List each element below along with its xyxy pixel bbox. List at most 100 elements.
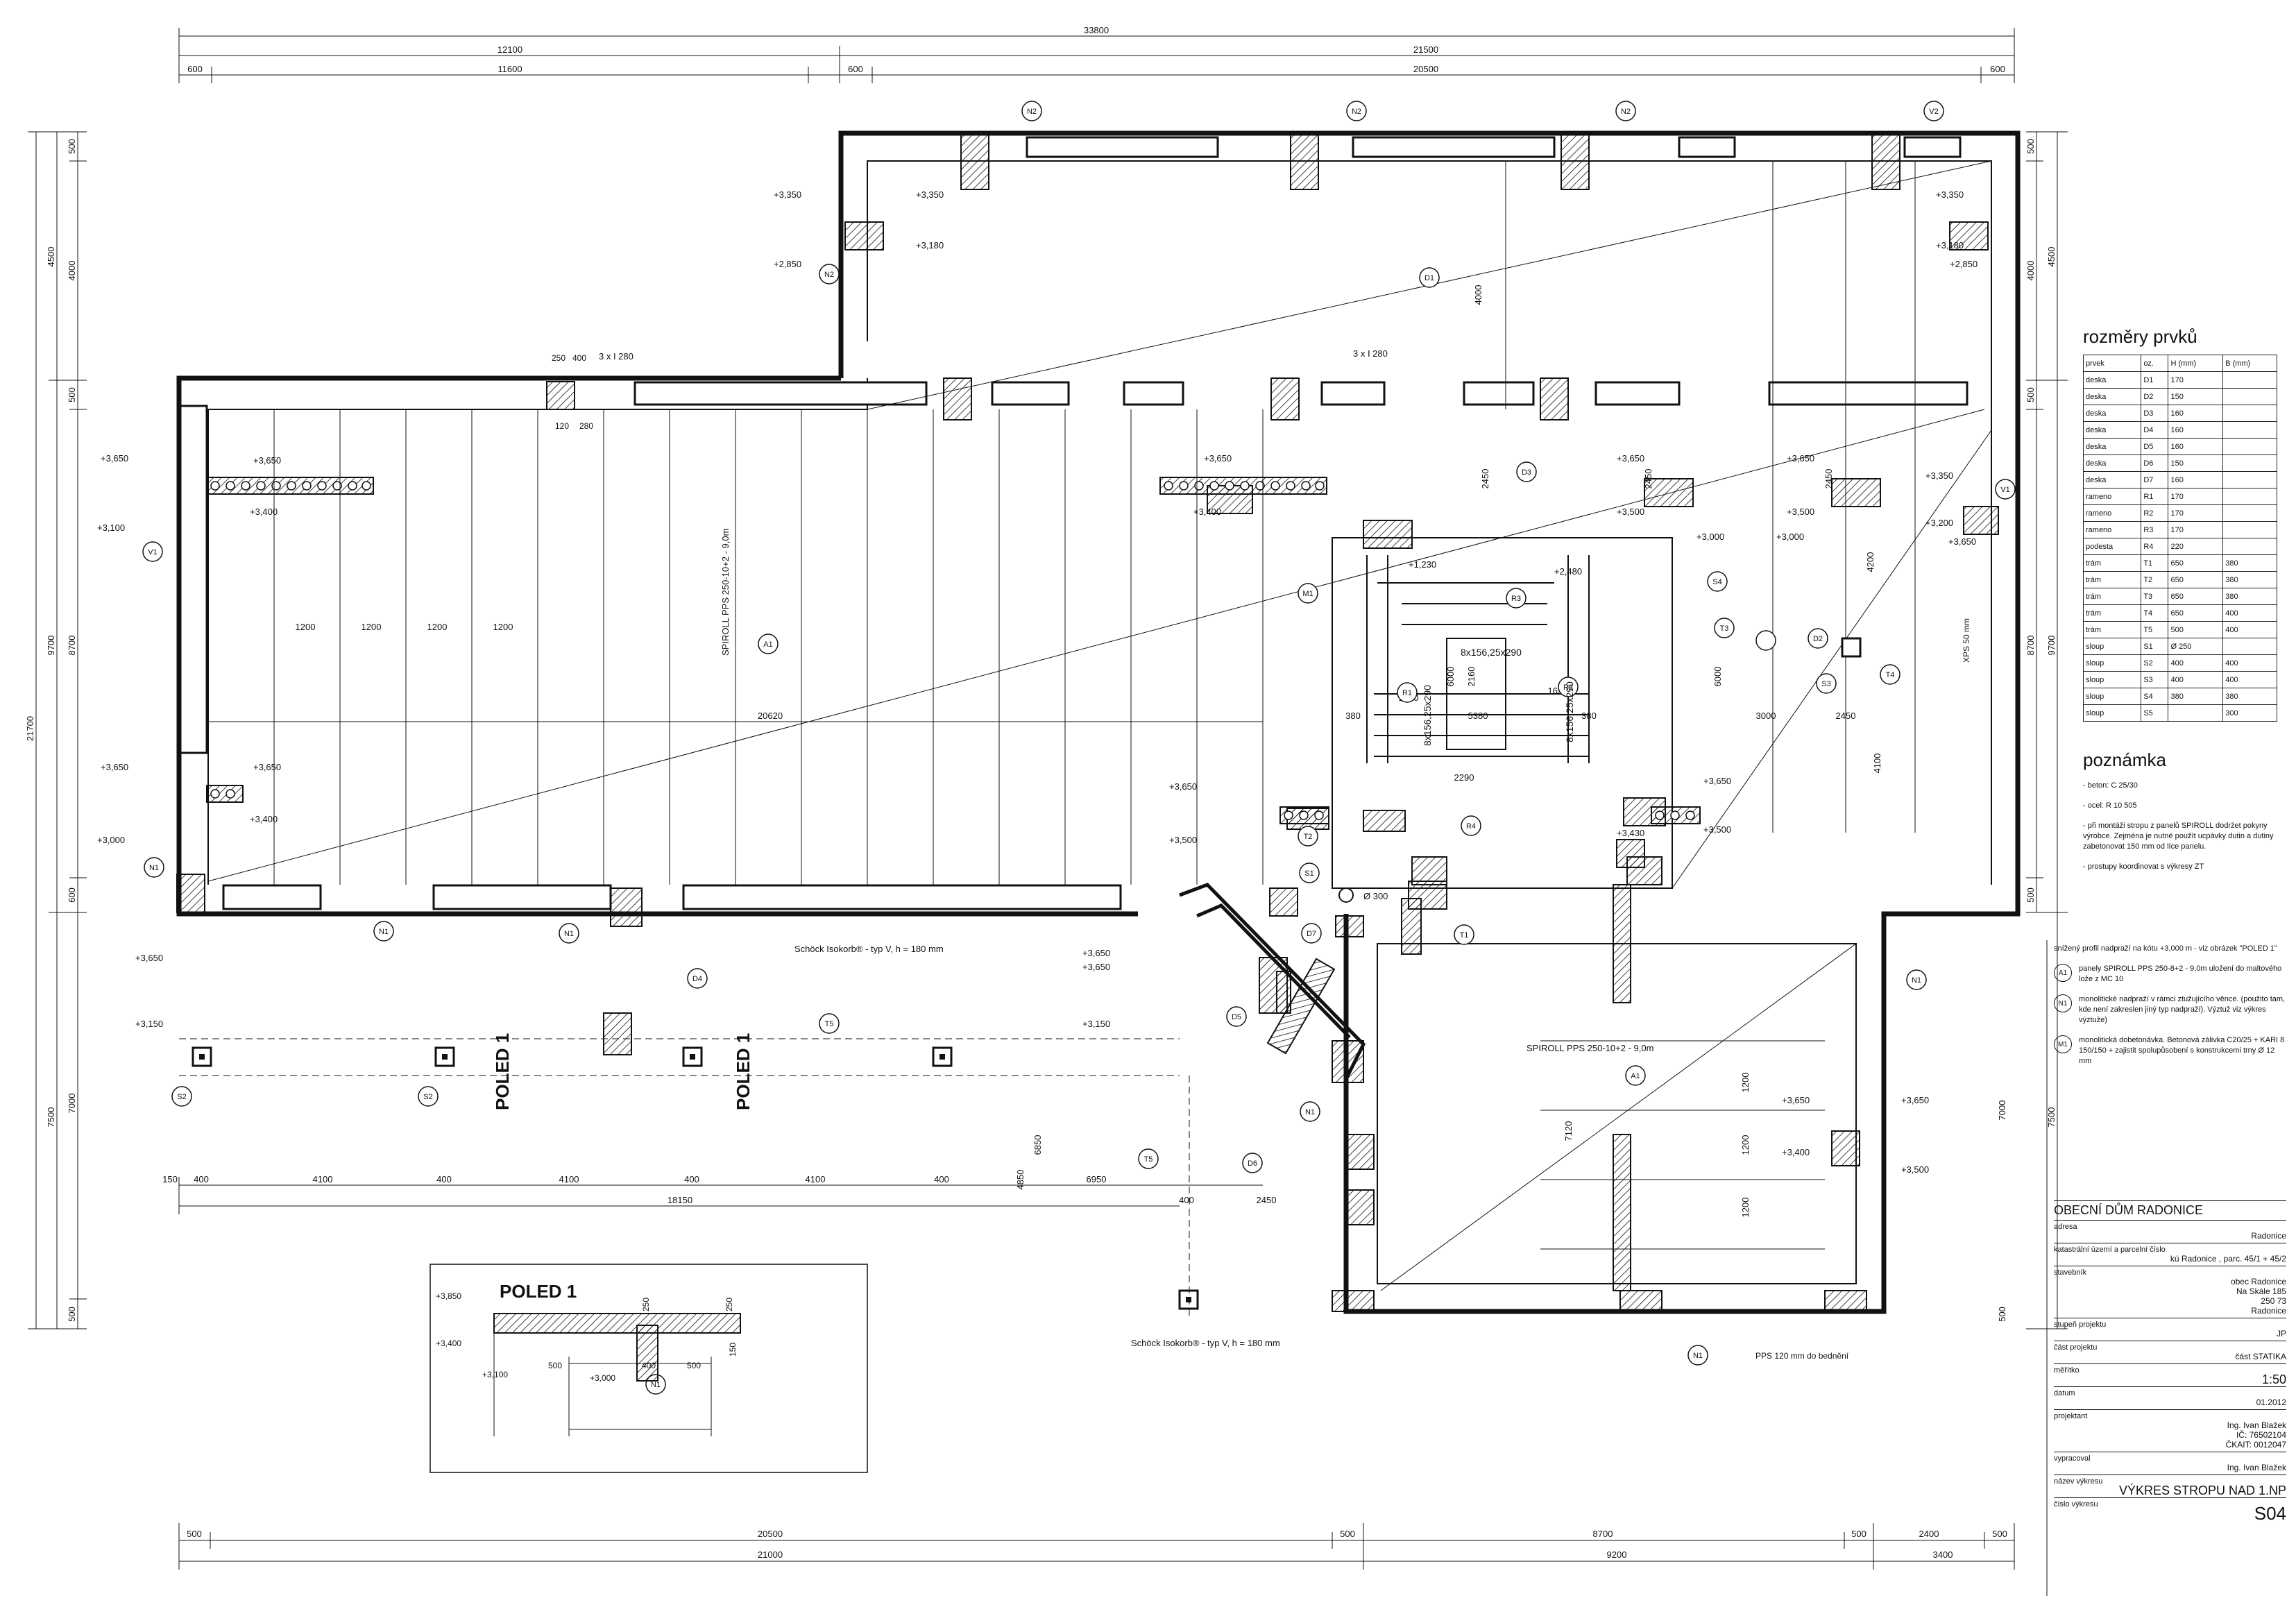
legend-cell: 170 [2168,521,2224,538]
schoeck-label-1: Schöck Isokorb® - typ V, h = 180 mm [794,944,944,954]
tag-n1-c: N1 [564,930,574,938]
legend-cell: 650 [2168,554,2224,572]
dim-right-r8: 7500 [2046,1107,2057,1128]
legend-cell: R2 [2141,504,2169,522]
dim-top-a2: 11600 [498,64,522,74]
tag-d4: D4 [692,975,702,983]
tb-address-caption: adresa [2054,1223,2077,1231]
dim-left-l3: 4500 [46,247,56,267]
legend-cell: deska [2082,371,2142,389]
symbol-a1-tag: A1 [2054,964,2072,982]
symbol-m1-text: monolitická dobetonávka. Betonová zálivk… [2079,1036,2285,1065]
elev-3150-a: +3,150 [135,1019,163,1029]
elev-3100-a: +3,100 [97,522,125,533]
dim-left-l7: 600 [67,887,77,903]
elev-3400-c: +3,400 [1193,507,1221,517]
poled-d150: 150 [728,1343,738,1357]
elev-3400-a: +3,400 [250,507,278,517]
tag-r2: R2 [1563,683,1573,692]
symbol-a1: A1 panely SPIROLL PPS 250-8+2 - 9,0m ulo… [2054,964,2286,985]
poled-e2: +3,400 [436,1339,461,1348]
legend-header: H (mm) [2168,355,2224,372]
legend-cell: 380 [2222,554,2277,572]
legend-cell: rameno [2082,521,2142,538]
legend-cell: 400 [2168,654,2224,672]
dim-2160: 2160 [1466,667,1477,687]
legend-cell: R3 [2141,521,2169,538]
legend-cell: rameno [2082,488,2142,505]
legend-cell: 400 [2222,671,2277,688]
legend-cell: R4 [2141,538,2169,555]
tag-n1-a: N1 [149,864,159,872]
dim-left-l10: 500 [67,1307,77,1322]
elev-3650-f: +3,650 [1617,453,1644,464]
legend-cell: 150 [2168,388,2224,405]
dim-7120: 7120 [1563,1121,1574,1141]
dim-6850: 6850 [1032,1135,1043,1155]
tag-n1-b: N1 [379,928,389,936]
legend-cell: deska [2082,471,2142,488]
tag-r3: R3 [1511,595,1521,603]
elev-3650-h: +3,650 [1948,536,1976,547]
legend-cell: 160 [2168,405,2224,422]
top-dimensions [178,28,2015,83]
tb-drawn-row: vypracoval Ing. Ivan Blažek [2054,1452,2286,1475]
dim-ll-18150: 18150 [667,1195,692,1205]
spiroll-left-label: SPIROLL PPS 250-10+2 - 9,0m [720,529,731,656]
poled-label-a: POLED 1 [492,1033,513,1110]
poled-e4: +3,000 [590,1373,615,1383]
dim-3000: 3000 [1756,711,1776,721]
legend-cell: 400 [2222,621,2277,638]
title-block: OBECNÍ DŮM RADONICE adresa Radonice kata… [2054,1200,2286,1522]
tb-dwgname-row: název výkresu VÝKRES STROPU NAD 1.NP [2054,1475,2286,1497]
tag-n2-d: N2 [824,271,834,279]
openings [222,136,1968,910]
dim-left-l4: 500 [67,387,77,402]
elev-3500-e: +3,500 [1901,1164,1929,1175]
dim-ll-4100c: 4100 [806,1174,826,1184]
legend-cell: 400 [2222,604,2277,622]
dim-right-r3: 4500 [2046,247,2057,267]
dim-250-label: 250 [552,353,566,363]
dim-2450a: 2450 [1836,711,1856,721]
tag-n1-f: N1 [1693,1352,1703,1360]
legend-cell: deska [2082,421,2142,439]
legend-cell [2222,488,2277,505]
elev-3650-k: +3,650 [135,953,163,963]
poled-detail-slab [493,1313,741,1334]
dia300-label: Ø 300 [1363,891,1388,901]
legend-cell: 220 [2168,538,2224,555]
legend-header: B (mm) [2222,355,2277,372]
legend-cell: sloup [2082,671,2142,688]
tag-s4: S4 [1712,578,1721,586]
dim-4200: 4200 [1865,552,1876,572]
elev-3200: +3,200 [1925,518,1953,528]
legend-cell: trám [2082,588,2142,605]
legend-cell: 380 [2222,571,2277,588]
tb-stage-caption: stupeň projektu [2054,1320,2107,1329]
poled-d250a: 250 [641,1298,651,1311]
legend-cell: S2 [2141,654,2169,672]
tb-cadastre-caption: katastrální území a parcelní číslo [2054,1246,2166,1254]
elev-3350-c: +3,350 [1936,189,1964,200]
dim-280-label: 280 [579,421,593,431]
stair-label-1: 8x156,25x290 [1461,647,1522,658]
legend-cell: 160 [2168,421,2224,439]
dim-top-a4: 20500 [1413,64,1438,74]
poled-e3: +3,100 [482,1370,508,1379]
dim-1200f: 1200 [1740,1135,1751,1155]
elev-3430: +3,430 [1617,828,1644,838]
legend-cell: trám [2082,604,2142,622]
dim-top-a5: 600 [1990,64,2005,74]
tag-a1-b: A1 [1631,1072,1640,1080]
xps-label: XPS 50 mm [1962,618,1971,663]
elev-3650-m: +3,650 [1082,962,1110,972]
dim-bottom-b4: 8700 [1593,1529,1613,1539]
dim-right-r5: 8700 [2025,636,2036,656]
tag-n2-a: N2 [1027,108,1037,116]
elev-3350-d: +3,350 [1925,470,1953,481]
